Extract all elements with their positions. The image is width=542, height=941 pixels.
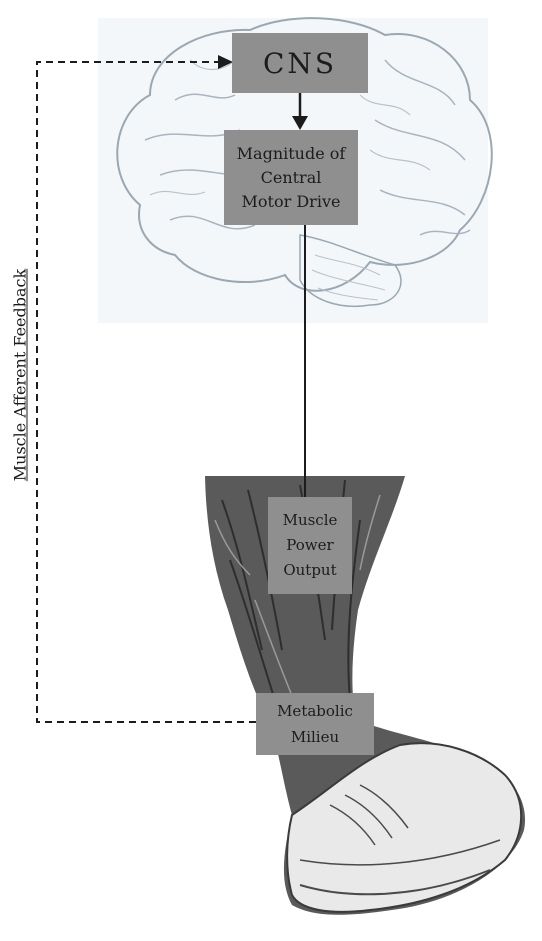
cns-box: CNS bbox=[232, 33, 368, 93]
muscle-label-line1: Muscle bbox=[283, 508, 338, 533]
drive-label-line1: Magnitude of bbox=[237, 142, 346, 166]
muscle-label-line3: Output bbox=[283, 558, 338, 583]
feedback-arrowhead bbox=[218, 55, 233, 69]
drive-label-line3: Motor Drive bbox=[237, 190, 346, 214]
muscle-label-line2: Power bbox=[283, 533, 338, 558]
cns-label: CNS bbox=[263, 47, 337, 80]
central-motor-drive-box: Magnitude of Central Motor Drive bbox=[224, 130, 358, 225]
milieu-label-line1: Metabolic bbox=[277, 698, 353, 724]
drive-label-line2: Central bbox=[237, 166, 346, 190]
milieu-label-line2: Milieu bbox=[277, 724, 353, 750]
cns-to-drive-arrowhead bbox=[292, 116, 308, 130]
muscle-power-output-box: Muscle Power Output bbox=[268, 497, 352, 594]
metabolic-milieu-box: Metabolic Milieu bbox=[256, 693, 374, 755]
feedback-label: Muscle Afferent Feedback bbox=[11, 269, 30, 481]
